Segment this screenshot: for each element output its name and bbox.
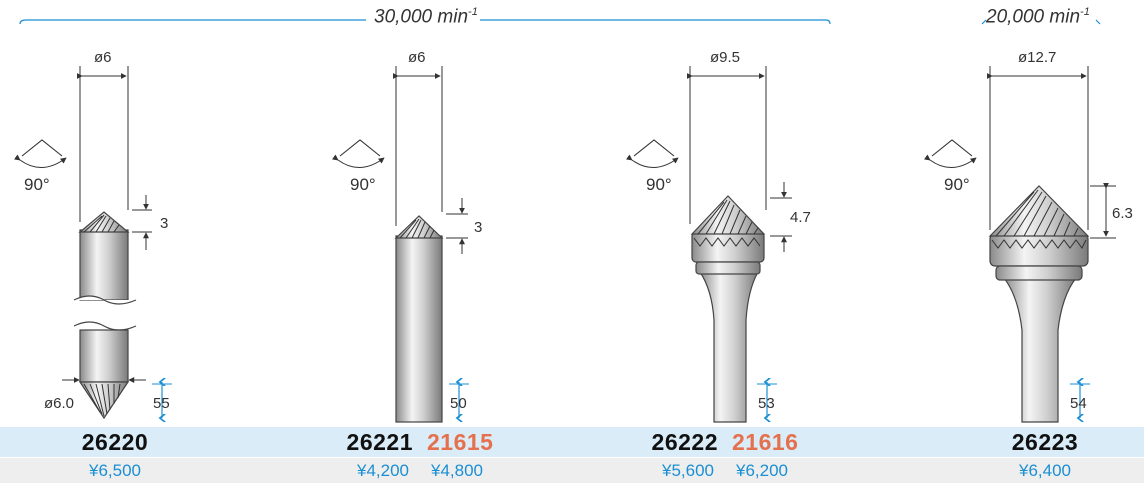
bur-26220-drawing [13, 66, 172, 418]
dim-diameter: ø9.5 [710, 49, 740, 66]
price-cell: ¥4,200 ¥4,800 [300, 458, 540, 483]
alt-price: ¥4,800 [431, 460, 483, 480]
bur-26222-drawing [625, 66, 792, 423]
dim-angle: 90° [350, 175, 376, 194]
bur-drawings: ø6 3 90° 55 ø6.0 ø6 3 90° 50 [13, 19, 1133, 423]
product-code-cell: 26223 [930, 427, 1144, 457]
alt-price: ¥6,200 [736, 460, 788, 480]
speed-value: 30,000 [374, 6, 433, 28]
dim-length: 55 [153, 395, 170, 412]
dim-diameter: ø6 [408, 49, 426, 66]
speed-exponent: -1 [1080, 6, 1090, 18]
product-code: 26220 [81, 428, 149, 455]
product-code-cell: 26220 [0, 427, 230, 457]
speed-exponent: -1 [468, 6, 478, 18]
price: ¥4,200 [357, 460, 409, 480]
speed-label-30000: 30,000 min-1 [370, 6, 482, 29]
dim-tip-diameter: ø6.0 [44, 395, 74, 412]
dim-angle: 90° [24, 175, 50, 194]
speed-label-20000: 20,000 min-1 [982, 6, 1094, 29]
product-code: 26222 [651, 428, 718, 455]
price: ¥6,400 [1019, 460, 1071, 480]
speed-bracket-20000 [981, 19, 1101, 25]
product-code-bar: 26220 26221 21615 26222 21616 26223 [0, 427, 1144, 457]
price: ¥5,600 [662, 460, 714, 480]
price-cell: ¥6,500 [0, 458, 230, 483]
product-code-cell: 26221 21615 [300, 427, 540, 457]
dim-head-length: 3 [160, 215, 168, 232]
speed-unit: min [1049, 6, 1081, 28]
dim-angle: 90° [944, 175, 970, 194]
dim-angle: 90° [646, 175, 672, 194]
dim-head-length: 6.3 [1112, 205, 1133, 222]
price: ¥6,500 [89, 460, 141, 480]
price-bar: ¥6,500 ¥4,200 ¥4,800 ¥5,600 ¥6,200 ¥6,40… [0, 458, 1144, 483]
bur-26223-drawing [923, 66, 1116, 423]
dim-head-length: 3 [474, 219, 482, 236]
alt-product-code: 21615 [427, 428, 494, 455]
speed-value: 20,000 [986, 6, 1045, 28]
speed-bracket-30000 [19, 19, 831, 25]
product-code: 26221 [346, 428, 413, 455]
speed-unit: min [437, 6, 469, 28]
product-code-cell: 26222 21616 [600, 427, 850, 457]
product-code: 26223 [1011, 428, 1079, 455]
price-cell: ¥6,400 [930, 458, 1144, 483]
price-cell: ¥5,600 ¥6,200 [600, 458, 850, 483]
dim-diameter: ø12.7 [1018, 49, 1056, 66]
dim-length: 54 [1070, 395, 1087, 412]
dim-length: 50 [450, 395, 467, 412]
dim-length: 53 [758, 395, 775, 412]
dim-diameter: ø6 [94, 49, 112, 66]
alt-product-code: 21616 [732, 428, 799, 455]
bur-26221-drawing [331, 66, 469, 423]
dim-head-length: 4.7 [790, 209, 811, 226]
